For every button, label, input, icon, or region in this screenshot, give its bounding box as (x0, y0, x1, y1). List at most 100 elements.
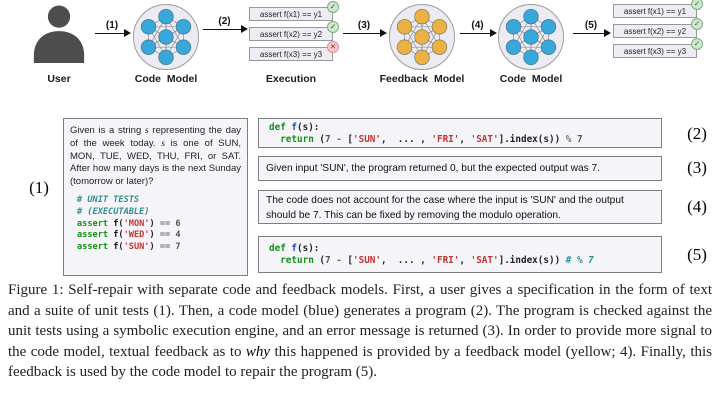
execution-label: Execution (265, 73, 317, 85)
unit-test-box: assert f(x2) == y2✓ (249, 21, 339, 41)
panel-3-number: (3) (687, 158, 707, 177)
code-token: def (269, 243, 286, 254)
code-token: assert (77, 218, 109, 229)
code-token: ( (313, 255, 325, 266)
code-token: == (159, 230, 171, 241)
execution-test-stack: assert f(x1) == y1✓assert f(x2) == y2✓as… (249, 1, 339, 61)
code-token: 7 (325, 255, 331, 266)
code-model-icon (497, 3, 565, 71)
user-icon (33, 5, 85, 64)
unit-test-box: assert f(x1) == y1✓ (249, 1, 339, 21)
final-test-stack: assert f(x1) == y1✓assert f(x2) == y2✓as… (613, 0, 703, 58)
code-token: 7 (576, 134, 583, 145)
code-token: # UNIT TESTS (77, 194, 140, 205)
pass-check-icon: ✓ (327, 21, 339, 33)
text-segment: Figure 1: Self-repair with separate code… (8, 282, 712, 360)
error-message-panel: Given input 'SUN', the program returned … (258, 156, 662, 181)
code-token (269, 255, 280, 266)
repaired-program-code: def f(s): return (7 - ['SUN', ... , 'FRI… (269, 243, 661, 267)
code-line: # (EXECUTABLE) (77, 207, 247, 219)
text-segment: why (245, 343, 271, 360)
feedback-model-label: Feedback Model (379, 73, 465, 85)
code-token: 'MON' (123, 218, 150, 229)
panel-4-number: (4) (687, 197, 707, 216)
arrow-step-4: (4) (460, 20, 497, 38)
code-line: def f(s): (269, 243, 661, 255)
unit-test-box: assert f(x1) == y1 ✓ (613, 0, 703, 18)
code-line: assert f('MON') == 6 (77, 219, 247, 231)
code-line: def f(s): (269, 122, 661, 134)
code-token: 'SUN' (353, 255, 382, 266)
figure-caption: Figure 1: Self-repair with separate code… (8, 280, 712, 383)
code-token: 7 (175, 242, 181, 253)
code-token: f (291, 122, 298, 133)
code-token: ( (118, 230, 124, 241)
code-token: def (269, 122, 286, 133)
code-token: ( (313, 134, 325, 145)
feedback-text: The code does not account for the case w… (266, 195, 624, 221)
arrow-4-label: (4) (471, 20, 484, 31)
unit-test-label: assert f(x2) == y2 (623, 26, 687, 36)
code-token: # % 7 (565, 255, 594, 266)
code-token: - (330, 134, 348, 145)
code-line: # UNIT TESTS (77, 195, 247, 207)
program-code: def f(s): return (7 - ['SUN', ... , 'FRI… (269, 122, 661, 146)
feedback-panel: The code does not account for the case w… (258, 190, 662, 224)
unit-test-box: assert f(x3) == y3 ✓ (613, 38, 703, 58)
arrow-icon (573, 29, 611, 38)
code-token: assert (77, 230, 109, 241)
text-segment: this happened is provided by a feedback … (8, 343, 712, 381)
code-line: return (7 - ['SUN', ... , 'FRI', 'SAT'].… (269, 134, 661, 146)
repaired-program-panel: def f(s): return (7 - ['SUN', ... , 'FRI… (258, 236, 662, 273)
pass-check-icon: ✓ (327, 1, 339, 13)
code-line: assert f('SUN') == 7 (77, 242, 247, 254)
pass-check-icon: ✓ (691, 38, 703, 50)
code-token: (s): (297, 122, 320, 133)
unit-test-box: assert f(x3) == y3✕ (249, 41, 339, 61)
unit-test-label: assert f(x1) == y1 (623, 6, 687, 16)
code-token: # (EXECUTABLE) (77, 206, 150, 217)
arrow-5-label: (5) (584, 20, 598, 31)
unit-test-label: assert f(x3) == y3 (623, 46, 687, 56)
code-token: 6 (175, 218, 181, 229)
code-token: % (565, 134, 577, 145)
specification-text: Given is a string s representing the day… (64, 119, 247, 191)
pass-check-icon: ✓ (691, 0, 703, 10)
code-token: , (459, 255, 471, 266)
panel-1-number: (1) (29, 178, 49, 197)
unit-tests-code: # UNIT TESTS# (EXECUTABLE)assert f('MON'… (64, 191, 247, 254)
code-token: f (291, 243, 298, 254)
fail-x-icon: ✕ (327, 41, 339, 53)
code-token: == (159, 242, 171, 253)
code-line: assert f('WED') == 4 (77, 230, 247, 242)
code-token: ) (149, 242, 160, 253)
arrow-3-label: (3) (357, 20, 371, 31)
code-token: (s): (297, 243, 320, 254)
code-token: [ (347, 255, 354, 266)
code-token: return (280, 255, 314, 266)
error-message-text: Given input 'SUN', the program returned … (266, 163, 601, 174)
code-token: == (159, 218, 171, 229)
code-model-label: Code Model (134, 73, 198, 85)
text-segment: representing the day of the week today. (70, 125, 241, 149)
text-segment: Given is a string (70, 125, 145, 136)
unit-test-box: assert f(x2) == y2 ✓ (613, 18, 703, 38)
code-token: 'FRI' (431, 134, 460, 145)
code-token: ].index(s)) (498, 134, 566, 145)
code-token: f (113, 218, 119, 229)
code-token: , ... , (381, 255, 432, 266)
arrow-icon (460, 29, 497, 38)
code-token: ) (149, 230, 160, 241)
program-panel: def f(s): return (7 - ['SUN', ... , 'FRI… (258, 118, 662, 148)
code-token: f (113, 230, 119, 241)
code-token: return (280, 134, 314, 145)
pass-check-icon: ✓ (691, 18, 703, 30)
code-token: 'SAT' (470, 255, 499, 266)
code-token (269, 134, 280, 145)
code-token: - (330, 255, 348, 266)
arrow-icon (343, 29, 387, 38)
code-token: , ... , (381, 134, 432, 145)
code-token: ) (149, 218, 160, 229)
code-token: 'WED' (123, 230, 150, 241)
